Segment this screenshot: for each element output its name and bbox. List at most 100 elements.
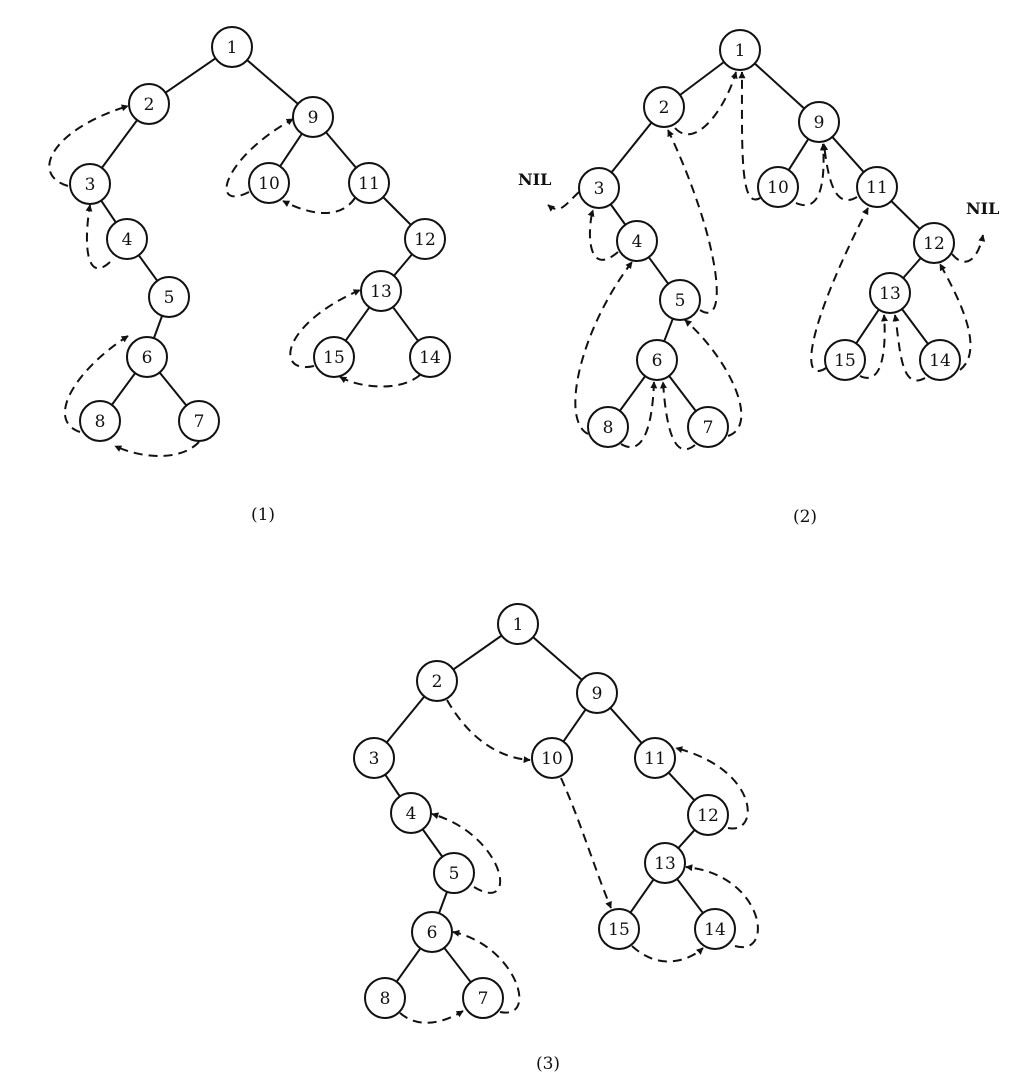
d3-node-2: 2	[416, 660, 458, 702]
d1-node-circle-2	[128, 83, 170, 125]
d2-node-label-9: 9	[814, 113, 825, 133]
d2-thread-7-to-5	[684, 319, 743, 437]
d1-node-circle-4	[106, 218, 148, 260]
d2-edge-12-13	[902, 257, 922, 279]
d2-node-circle-11	[856, 166, 898, 208]
d1-edge-1-9	[246, 59, 299, 105]
d1-edge-12-13	[393, 253, 413, 277]
d1-edge-9-10	[279, 133, 303, 167]
d1-edge-6-7	[158, 371, 188, 407]
d2-edge-6-8	[618, 375, 647, 412]
d1-thread-8-to-6	[63, 335, 129, 433]
d1-node-label-4: 4	[122, 230, 133, 250]
d2-edge-4-5	[647, 256, 670, 285]
d1-node-label-5: 5	[164, 288, 175, 308]
d1-node-label-13: 13	[370, 282, 392, 302]
d1-node-3: 3	[69, 163, 111, 205]
d2-thread-15-to-13	[859, 314, 888, 379]
d1-node-circle-8	[79, 400, 121, 442]
d3-node-circle-8	[364, 977, 406, 1019]
d3-node-label-1: 1	[513, 615, 524, 635]
d2-node-label-2: 2	[659, 98, 670, 118]
d2-node-circle-15	[824, 339, 866, 381]
d1-edge-13-14	[392, 306, 419, 342]
d2-edge-6-7	[668, 375, 697, 412]
d2-node-circle-14	[919, 339, 961, 381]
d3-node-15: 15	[598, 908, 640, 950]
d2-node-label-3: 3	[594, 179, 605, 199]
d1-node-13: 13	[360, 270, 402, 312]
d2-node-label-11: 11	[866, 178, 888, 198]
d2-thread-8-to-4	[574, 261, 633, 435]
d1-thread-3-to-2	[48, 104, 129, 187]
d2-edge-13-14	[901, 308, 929, 345]
d3-node-12: 12	[687, 794, 729, 836]
d2-node-4: 4	[616, 220, 658, 262]
d3-node-label-6: 6	[427, 923, 438, 943]
d1-node-8: 8	[79, 400, 121, 442]
d3-thread-14-to-13	[685, 864, 759, 949]
d3-node-label-12: 12	[697, 806, 719, 826]
d1-node-circle-1	[211, 26, 253, 68]
d3-node-label-14: 14	[704, 920, 726, 940]
d2-thread-12-to-nil	[951, 234, 986, 263]
d1-node-circle-14	[409, 336, 451, 378]
d3-node-label-15: 15	[608, 920, 630, 940]
d1-thread-11-to-10	[282, 197, 356, 214]
d2-node-label-4: 4	[632, 232, 643, 252]
d1-edge-6-8	[111, 372, 136, 406]
d3-node-label-13: 13	[654, 854, 676, 874]
d1-node-circle-13	[360, 270, 402, 312]
d2-node-circle-10	[757, 166, 799, 208]
d2-node-circle-9	[798, 101, 840, 143]
d2-node-12: 12	[913, 222, 955, 264]
d2-caption: (2)	[793, 507, 817, 527]
d3-edge-9-10	[562, 708, 587, 743]
d2-node-circle-4	[616, 220, 658, 262]
d3-node-3: 3	[353, 737, 395, 779]
d3-node-label-3: 3	[369, 749, 380, 769]
d3-node-9: 9	[576, 672, 618, 714]
d2-node-circle-3	[578, 167, 620, 209]
d2-node-10: 10	[757, 166, 799, 208]
d3-node-circle-1	[497, 603, 539, 645]
d3-thread-8-to-7	[399, 1010, 464, 1024]
d3-node-7: 7	[462, 977, 504, 1019]
d2-node-2: 2	[643, 86, 685, 128]
d3-edge-9-11	[609, 707, 643, 744]
d3-edge-6-8	[395, 947, 422, 983]
d1-edge-5-6	[152, 315, 164, 339]
d3-node-label-9: 9	[592, 684, 603, 704]
d1-thread-7-to-8	[114, 441, 200, 457]
d2-node-3: 3	[578, 167, 620, 209]
d3-node-circle-10	[531, 737, 573, 779]
d3-edge-2-3	[385, 695, 426, 744]
d3-node-4: 4	[390, 792, 432, 834]
d2-node-11: 11	[856, 166, 898, 208]
d2-node-15: 15	[824, 339, 866, 381]
d1-node-label-10: 10	[258, 174, 280, 194]
d2-node-label-1: 1	[735, 41, 746, 61]
d3-edge-3-4	[384, 774, 401, 797]
d3-node-5: 5	[433, 852, 475, 894]
d1-node-7: 7	[178, 400, 220, 442]
d2-node-14: 14	[919, 339, 961, 381]
d3-edge-6-7	[443, 947, 472, 983]
d2-node-label-5: 5	[675, 291, 686, 311]
d1-node-label-14: 14	[419, 348, 441, 368]
d1-node-circle-3	[69, 163, 111, 205]
d2-edge-11-12	[890, 200, 921, 230]
d1-node-label-9: 9	[308, 108, 319, 128]
d3-edge-1-9	[532, 636, 583, 681]
d3-node-circle-7	[462, 977, 504, 1019]
d3-node-8: 8	[364, 977, 406, 1019]
d2-node-circle-6	[636, 339, 678, 381]
d1-node-circle-10	[248, 162, 290, 204]
d3-node-circle-13	[644, 842, 686, 884]
d1-edge-11-12	[382, 196, 412, 226]
d1-node-11: 11	[348, 162, 390, 204]
d3-node-label-4: 4	[406, 804, 417, 824]
